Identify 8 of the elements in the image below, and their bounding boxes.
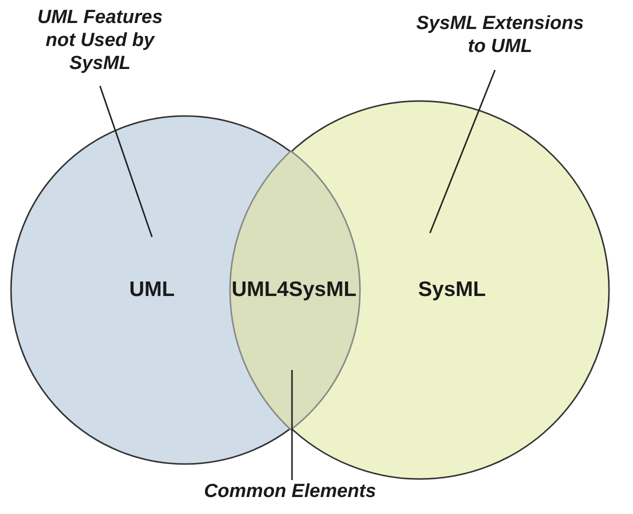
callout-text: SysML Extensions to UML xyxy=(410,12,590,58)
set-label: UML4SysML xyxy=(232,278,356,302)
callout-text: UML Features not Used by SysML xyxy=(30,6,170,75)
leader-line xyxy=(99,86,153,238)
callout-text: Common Elements xyxy=(190,480,390,503)
set-label: UML xyxy=(129,278,175,302)
leader-line xyxy=(429,70,496,234)
set-label: SysML xyxy=(418,278,486,302)
